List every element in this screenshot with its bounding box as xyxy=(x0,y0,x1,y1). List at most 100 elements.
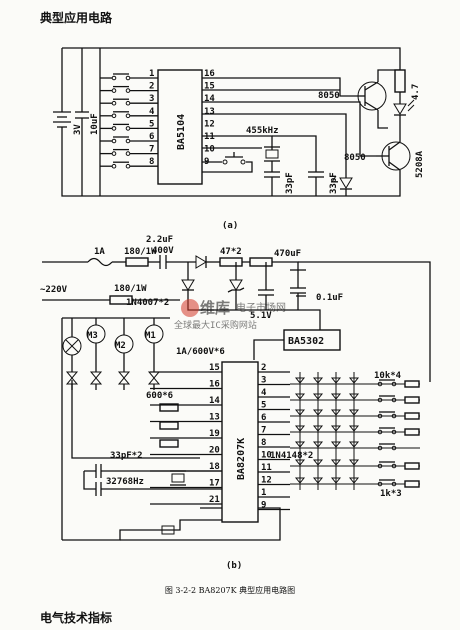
matrix-led xyxy=(348,459,360,466)
matrix-led xyxy=(312,459,324,466)
ic-pin-label: 1 xyxy=(261,488,266,498)
triac-symbol xyxy=(147,371,161,390)
ir-led-label: 5208A xyxy=(415,150,425,178)
ic-pin-label: 13 xyxy=(209,413,220,423)
ic-ba8207k-label: BA8207K xyxy=(236,438,247,480)
ic-ba5104-label: BA5104 xyxy=(176,114,187,150)
ic-ba5302-label: BA5302 xyxy=(288,336,324,347)
ic-ba5104 xyxy=(157,69,203,185)
matrix-led xyxy=(312,377,324,384)
key-switch xyxy=(377,479,397,487)
matrix-led xyxy=(312,409,324,416)
circuit-a-label: (a) xyxy=(222,221,238,231)
mains-label: ~220V xyxy=(40,285,68,295)
keypad-switches xyxy=(100,73,158,169)
resistor-4-7 xyxy=(394,69,406,93)
ic-pin-label: 13 xyxy=(204,107,215,117)
ic-pin-label: 2 xyxy=(261,363,266,373)
cap-33pf-1 xyxy=(264,171,280,178)
key-switch xyxy=(100,123,158,131)
transistor1-label: 8050 xyxy=(318,91,340,101)
resistor-10k xyxy=(404,412,420,420)
fuse-label: 1A xyxy=(94,247,105,257)
key-switch xyxy=(377,443,397,451)
crystal-b-label: 32768Hz xyxy=(106,477,144,487)
diode-1n4007 xyxy=(181,279,195,291)
key-switch xyxy=(377,379,397,387)
triac-label: 1A/600V*6 xyxy=(176,347,225,357)
matrix-led xyxy=(330,459,342,466)
matrix-led xyxy=(294,425,306,432)
transistor-8050-1 xyxy=(357,81,387,111)
ic-pin-label: 16 xyxy=(209,380,220,390)
ic-pin-label: 21 xyxy=(209,495,220,505)
matrix-led xyxy=(348,477,360,484)
resistor-47-2 xyxy=(249,257,273,267)
watermark-line2: 全球最大IC采购网站 xyxy=(174,319,257,331)
ic-pin-label: 19 xyxy=(209,429,220,439)
ic-pin-label: 11 xyxy=(261,463,272,473)
key-switch xyxy=(100,111,158,119)
ic-pin-label: 15 xyxy=(209,363,220,373)
ic-pin-label: 11 xyxy=(204,132,215,142)
resistor-180-1 xyxy=(125,257,149,267)
ic-pin-label: 4 xyxy=(261,388,267,398)
matrix-led xyxy=(330,393,342,400)
matrix-led xyxy=(348,393,360,400)
resistor-1k xyxy=(404,480,420,488)
resistor-47 xyxy=(219,257,243,267)
ic-pin-label: 14 xyxy=(209,396,220,406)
triac-symbol xyxy=(89,371,103,390)
key-switch xyxy=(100,73,158,81)
watermark-line1: 电子市场网 xyxy=(236,301,286,314)
ic-pin-label: 12 xyxy=(204,119,215,129)
ic-pin-label: 20 xyxy=(209,446,220,456)
key-switch xyxy=(100,136,158,144)
cap-in-label: 2.2uF xyxy=(146,235,173,245)
circuit-b: 1A 180/1W 2.2uF 400V 47*2 470uF ~220V 18… xyxy=(40,235,431,571)
rectifier-diode-1 xyxy=(195,255,207,269)
cap-10uf-label: 10uF xyxy=(90,113,100,135)
ic-pin-label: 3 xyxy=(149,94,154,104)
ir-led xyxy=(393,99,415,116)
ic-pin-label: 3 xyxy=(261,376,266,386)
resistor-1k xyxy=(404,462,420,470)
motor-m1-label: M1 xyxy=(145,331,156,341)
matrix-led xyxy=(330,477,342,484)
ic-pin-label: 14 xyxy=(204,94,215,104)
matrix-led xyxy=(294,477,306,484)
ic-pin-label: 8 xyxy=(261,438,266,448)
matrix-led xyxy=(312,425,324,432)
matrix-led xyxy=(294,459,306,466)
ic-pin-label: 5 xyxy=(149,119,154,129)
r2-label: 47*2 xyxy=(220,247,242,257)
resistor-600 xyxy=(159,403,179,412)
matrix-led xyxy=(294,441,306,448)
key-switch xyxy=(377,411,397,419)
diodes-2-label: 1N4148*2 xyxy=(270,451,313,461)
r-in-label: 180/1W xyxy=(124,247,157,257)
ic-pin-label: 17 xyxy=(209,479,220,489)
ic-pin-label: 1 xyxy=(149,69,154,79)
cap-33pf-2 xyxy=(308,171,324,178)
ic-ba8207k xyxy=(221,361,259,523)
r-in2-label: 180/1W xyxy=(114,284,147,294)
ic-pin-label: 9 xyxy=(261,501,266,511)
ic-pin-label: 4 xyxy=(149,107,155,117)
key-switch xyxy=(100,98,158,106)
ic-pin-label: 7 xyxy=(261,426,266,436)
matrix-led xyxy=(312,477,324,484)
ic-pin-label: 6 xyxy=(149,132,154,142)
switch-pin10 xyxy=(222,152,246,165)
transistor-8050-2 xyxy=(376,141,411,171)
ic-pin-label: 7 xyxy=(149,145,154,155)
key-switch xyxy=(377,427,397,435)
matrix-led xyxy=(294,409,306,416)
matrix-led xyxy=(294,393,306,400)
crystal-32768hz xyxy=(170,470,186,486)
cap2-label: 33pF xyxy=(329,172,339,194)
key-switch xyxy=(377,461,397,469)
key-switch xyxy=(100,161,158,169)
ic-pin-label: 10 xyxy=(261,451,272,461)
